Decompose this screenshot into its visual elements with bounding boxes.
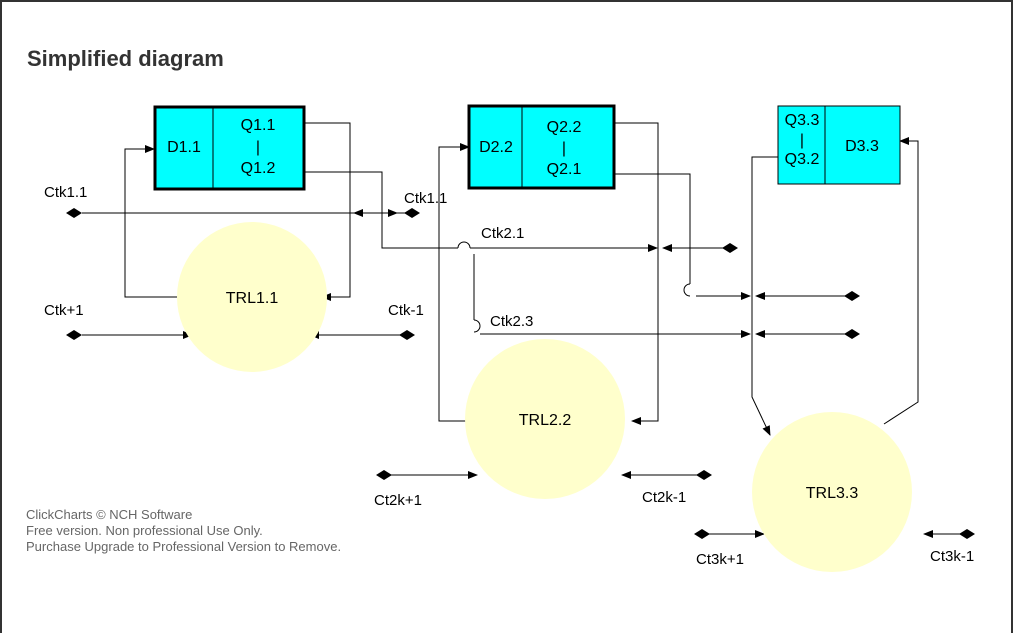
register-1-q-top: Q1.1 [241,117,276,134]
terminal-ctk11-right [404,208,420,218]
terminal-ctkp1 [66,330,82,340]
label-ctk21: Ctk2.1 [481,225,524,242]
wire-hop-a [457,241,471,249]
label-ctkp1: Ctk+1 [44,302,84,319]
wires [82,122,967,538]
register-2-q-bot: Q2.1 [547,161,582,178]
terminal-ct3kp1 [694,529,710,539]
wire-q12-ctk21 [304,171,458,249]
register-2[interactable]: D2.2 Q2.2 | Q2.1 [467,104,616,190]
wire-trl33-d33 [883,137,919,425]
terminal-ctkm1 [399,330,415,340]
label-ct2km1: Ct2k-1 [642,489,686,506]
wire-q21-line [614,173,691,284]
register-2-q-top: Q2.2 [547,119,582,136]
label-ct3km1: Ct3k-1 [930,548,974,565]
wire-q32-trl33 [751,156,778,436]
register-1-q-bot: Q1.2 [241,160,276,177]
terminal-ctk23 [844,329,860,339]
trl-1-label: TRL1.1 [226,290,279,307]
terminal-ct2km1 [696,470,712,480]
wire-q11-trl11 [304,122,351,301]
register-1[interactable]: D1.1 Q1.1 | Q1.2 [153,105,306,191]
trl-2[interactable]: TRL2.2 [465,339,625,499]
watermark-line-3: Purchase Upgrade to Professional Version… [26,539,342,554]
terminal-ct3-bus [844,291,860,301]
trl-2-label: TRL2.2 [519,412,572,429]
diagram-title: Simplified diagram [27,46,224,71]
register-3-q-top: Q3.3 [785,112,820,129]
label-ct2kp1: Ct2k+1 [374,492,422,509]
terminal-ctk11-left [66,208,82,218]
trl-3[interactable]: TRL3.3 [752,412,912,572]
label-ctkm1: Ctk-1 [388,302,424,319]
register-2-d: D2.2 [479,139,513,156]
terminal-ctk21 [722,243,738,253]
wire-trl22-d22 [438,143,470,422]
trl-1[interactable]: TRL1.1 [177,222,327,372]
terminal-ct3km1 [959,529,975,539]
register-1-sep: | [256,139,260,156]
wire-trl11-d11 [124,145,182,298]
register-3-q-bot: Q3.2 [785,151,820,168]
label-ctk11-left: Ctk1.1 [44,184,87,201]
register-2-sep: | [562,140,566,157]
wire-hop-b [473,319,481,333]
terminals [66,208,975,539]
wire-q22-trl22 [614,122,659,425]
wire-hop-c [683,283,691,297]
register-3-d: D3.3 [845,138,879,155]
label-ctk11-right: Ctk1.1 [404,190,447,207]
watermark-line-1: ClickCharts © NCH Software [26,507,193,522]
signal-labels: Ctk1.1 Ctk1.1 Ctk+1 Ctk-1 Ctk2.1 Ctk2.3 … [44,184,974,568]
label-ctk23: Ctk2.3 [490,313,533,330]
watermark-line-2: Free version. Non professional Use Only. [26,523,263,538]
register-3-sep: | [800,132,804,149]
register-1-d: D1.1 [167,139,201,156]
terminal-ct2kp1 [376,470,392,480]
watermark: ClickCharts © NCH Software Free version.… [26,507,341,555]
register-3[interactable]: Q3.3 | Q3.2 D3.3 [777,105,901,185]
label-ct3kp1: Ct3k+1 [696,551,744,568]
trl-3-label: TRL3.3 [806,485,859,502]
